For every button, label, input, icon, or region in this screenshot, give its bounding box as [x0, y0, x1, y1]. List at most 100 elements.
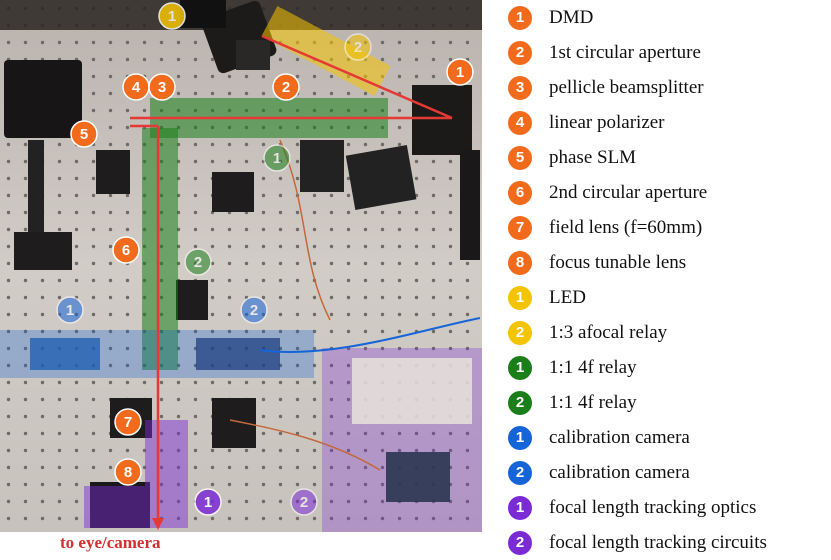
- legend-badge: 1: [508, 355, 532, 380]
- legend-label: calibration camera: [549, 461, 690, 483]
- legend-item: 1 LED: [508, 280, 586, 315]
- svg-text:4: 4: [132, 79, 141, 96]
- legend-badge: 8: [508, 250, 532, 275]
- beam-arrowhead: [152, 518, 164, 530]
- beam-path: [130, 34, 453, 522]
- relay-2-region: [142, 128, 178, 370]
- svg-text:1: 1: [66, 302, 74, 319]
- slm-device: [4, 60, 82, 138]
- legend-item: 8 focus tunable lens: [508, 245, 686, 280]
- legend-item: 2 focal length tracking circuits: [508, 525, 767, 560]
- cable-3: [259, 317, 481, 353]
- legend-label: 2nd circular aperture: [549, 181, 708, 203]
- legend-label: focus tunable lens: [549, 251, 687, 273]
- legend-label: linear polarizer: [549, 111, 665, 133]
- legend-label: 1:1 4f relay: [549, 391, 637, 413]
- slm-post: [28, 140, 44, 250]
- led-housing: [180, 0, 226, 28]
- legend-item: 3 pellicle beamsplitter: [508, 70, 704, 105]
- legend-label: DMD: [549, 6, 594, 28]
- legend-badge: 1: [508, 5, 532, 30]
- legend-label: field lens (f=60mm): [549, 216, 703, 238]
- svg-text:2: 2: [300, 494, 308, 511]
- photo-badge: 5: [70, 120, 98, 148]
- svg-text:1: 1: [273, 150, 281, 167]
- bottom-device: [90, 482, 150, 528]
- legend-label: calibration camera: [549, 426, 690, 448]
- legend-badge: 2: [508, 460, 532, 485]
- legend-badge: 2: [508, 530, 532, 555]
- svg-text:2: 2: [282, 79, 290, 96]
- legend-item: 2 1:3 afocal relay: [508, 315, 667, 350]
- legend-label: phase SLM: [549, 146, 637, 168]
- legend-badge: 2: [508, 320, 532, 345]
- legend-badge: 2: [508, 40, 532, 65]
- legend-label: 1:1 4f relay: [549, 356, 637, 378]
- dmd-mount: [236, 40, 270, 70]
- legend-item: 2 1st circular aperture: [508, 35, 701, 70]
- camera-lens: [196, 338, 280, 370]
- legend-badge: 1: [508, 285, 532, 310]
- mount-block-5: [212, 398, 256, 448]
- photo-badge: 1: [263, 144, 291, 172]
- svg-text:8: 8: [124, 464, 132, 481]
- svg-text:2: 2: [194, 254, 202, 271]
- svg-text:7: 7: [124, 414, 132, 431]
- photo-badge: 6: [112, 236, 140, 264]
- legend-item: 2 calibration camera: [508, 455, 690, 490]
- photo-badge: 3: [148, 73, 176, 101]
- photo-badge: 2: [272, 73, 300, 101]
- svg-text:2: 2: [354, 39, 362, 56]
- legend-label: pellicle beamsplitter: [549, 76, 704, 98]
- heat-sink: [345, 145, 417, 210]
- slm-base: [14, 232, 72, 270]
- legend-label: 1:3 afocal relay: [549, 321, 668, 343]
- mount-block-1: [96, 150, 130, 194]
- legend-badge: 1: [508, 425, 532, 450]
- legend-badge: 6: [508, 180, 532, 205]
- svg-text:6: 6: [122, 242, 130, 259]
- svg-text:2: 2: [250, 302, 258, 319]
- mount-block-3: [300, 140, 344, 192]
- legend-item: 6 2nd circular aperture: [508, 175, 707, 210]
- legend-badge: 3: [508, 75, 532, 100]
- photo-badge: 2: [184, 248, 212, 276]
- svg-text:5: 5: [80, 126, 88, 143]
- legend-item: 4 linear polarizer: [508, 105, 665, 140]
- afocal-relay-region: [261, 5, 391, 97]
- legend-item: 1 calibration camera: [508, 420, 690, 455]
- right-mount: [412, 85, 472, 155]
- legend-badge: 2: [508, 390, 532, 415]
- legend-item: 7 field lens (f=60mm): [508, 210, 702, 245]
- right-post: [460, 150, 480, 260]
- svg-text:1: 1: [168, 8, 176, 25]
- equipment: [4, 0, 480, 528]
- mount-block-4: [176, 280, 208, 320]
- photo-badge: 4: [122, 73, 150, 101]
- legend-label: 1st circular aperture: [549, 41, 701, 63]
- legend-label: focal length tracking optics: [549, 496, 757, 518]
- photo-badge: 2: [290, 488, 318, 516]
- photo-badge: 2: [344, 33, 372, 61]
- legend: 1 DMD 2 1st circular aperture 3 pellicle beam…: [508, 0, 831, 555]
- legend-badge: 4: [508, 110, 532, 135]
- legend-badge: 7: [508, 215, 532, 240]
- legend-label: focal length tracking circuits: [549, 531, 767, 553]
- photo-badge: 8: [114, 458, 142, 486]
- legend-item: 2 1:1 4f relay: [508, 385, 637, 420]
- tracking-optics-region: [84, 420, 188, 528]
- photo-badge: 1: [446, 58, 474, 86]
- legend-label: LED: [549, 286, 586, 308]
- photo-badge: 1: [158, 2, 186, 30]
- svg-text:1: 1: [204, 494, 212, 511]
- legend-item: 1 1:1 4f relay: [508, 350, 637, 385]
- svg-text:3: 3: [158, 79, 166, 96]
- cable-2: [229, 419, 381, 471]
- svg-text:1: 1: [456, 64, 464, 81]
- legend-badge: 5: [508, 145, 532, 170]
- photo-badge: 7: [114, 408, 142, 436]
- photo-badge: 1: [194, 488, 222, 516]
